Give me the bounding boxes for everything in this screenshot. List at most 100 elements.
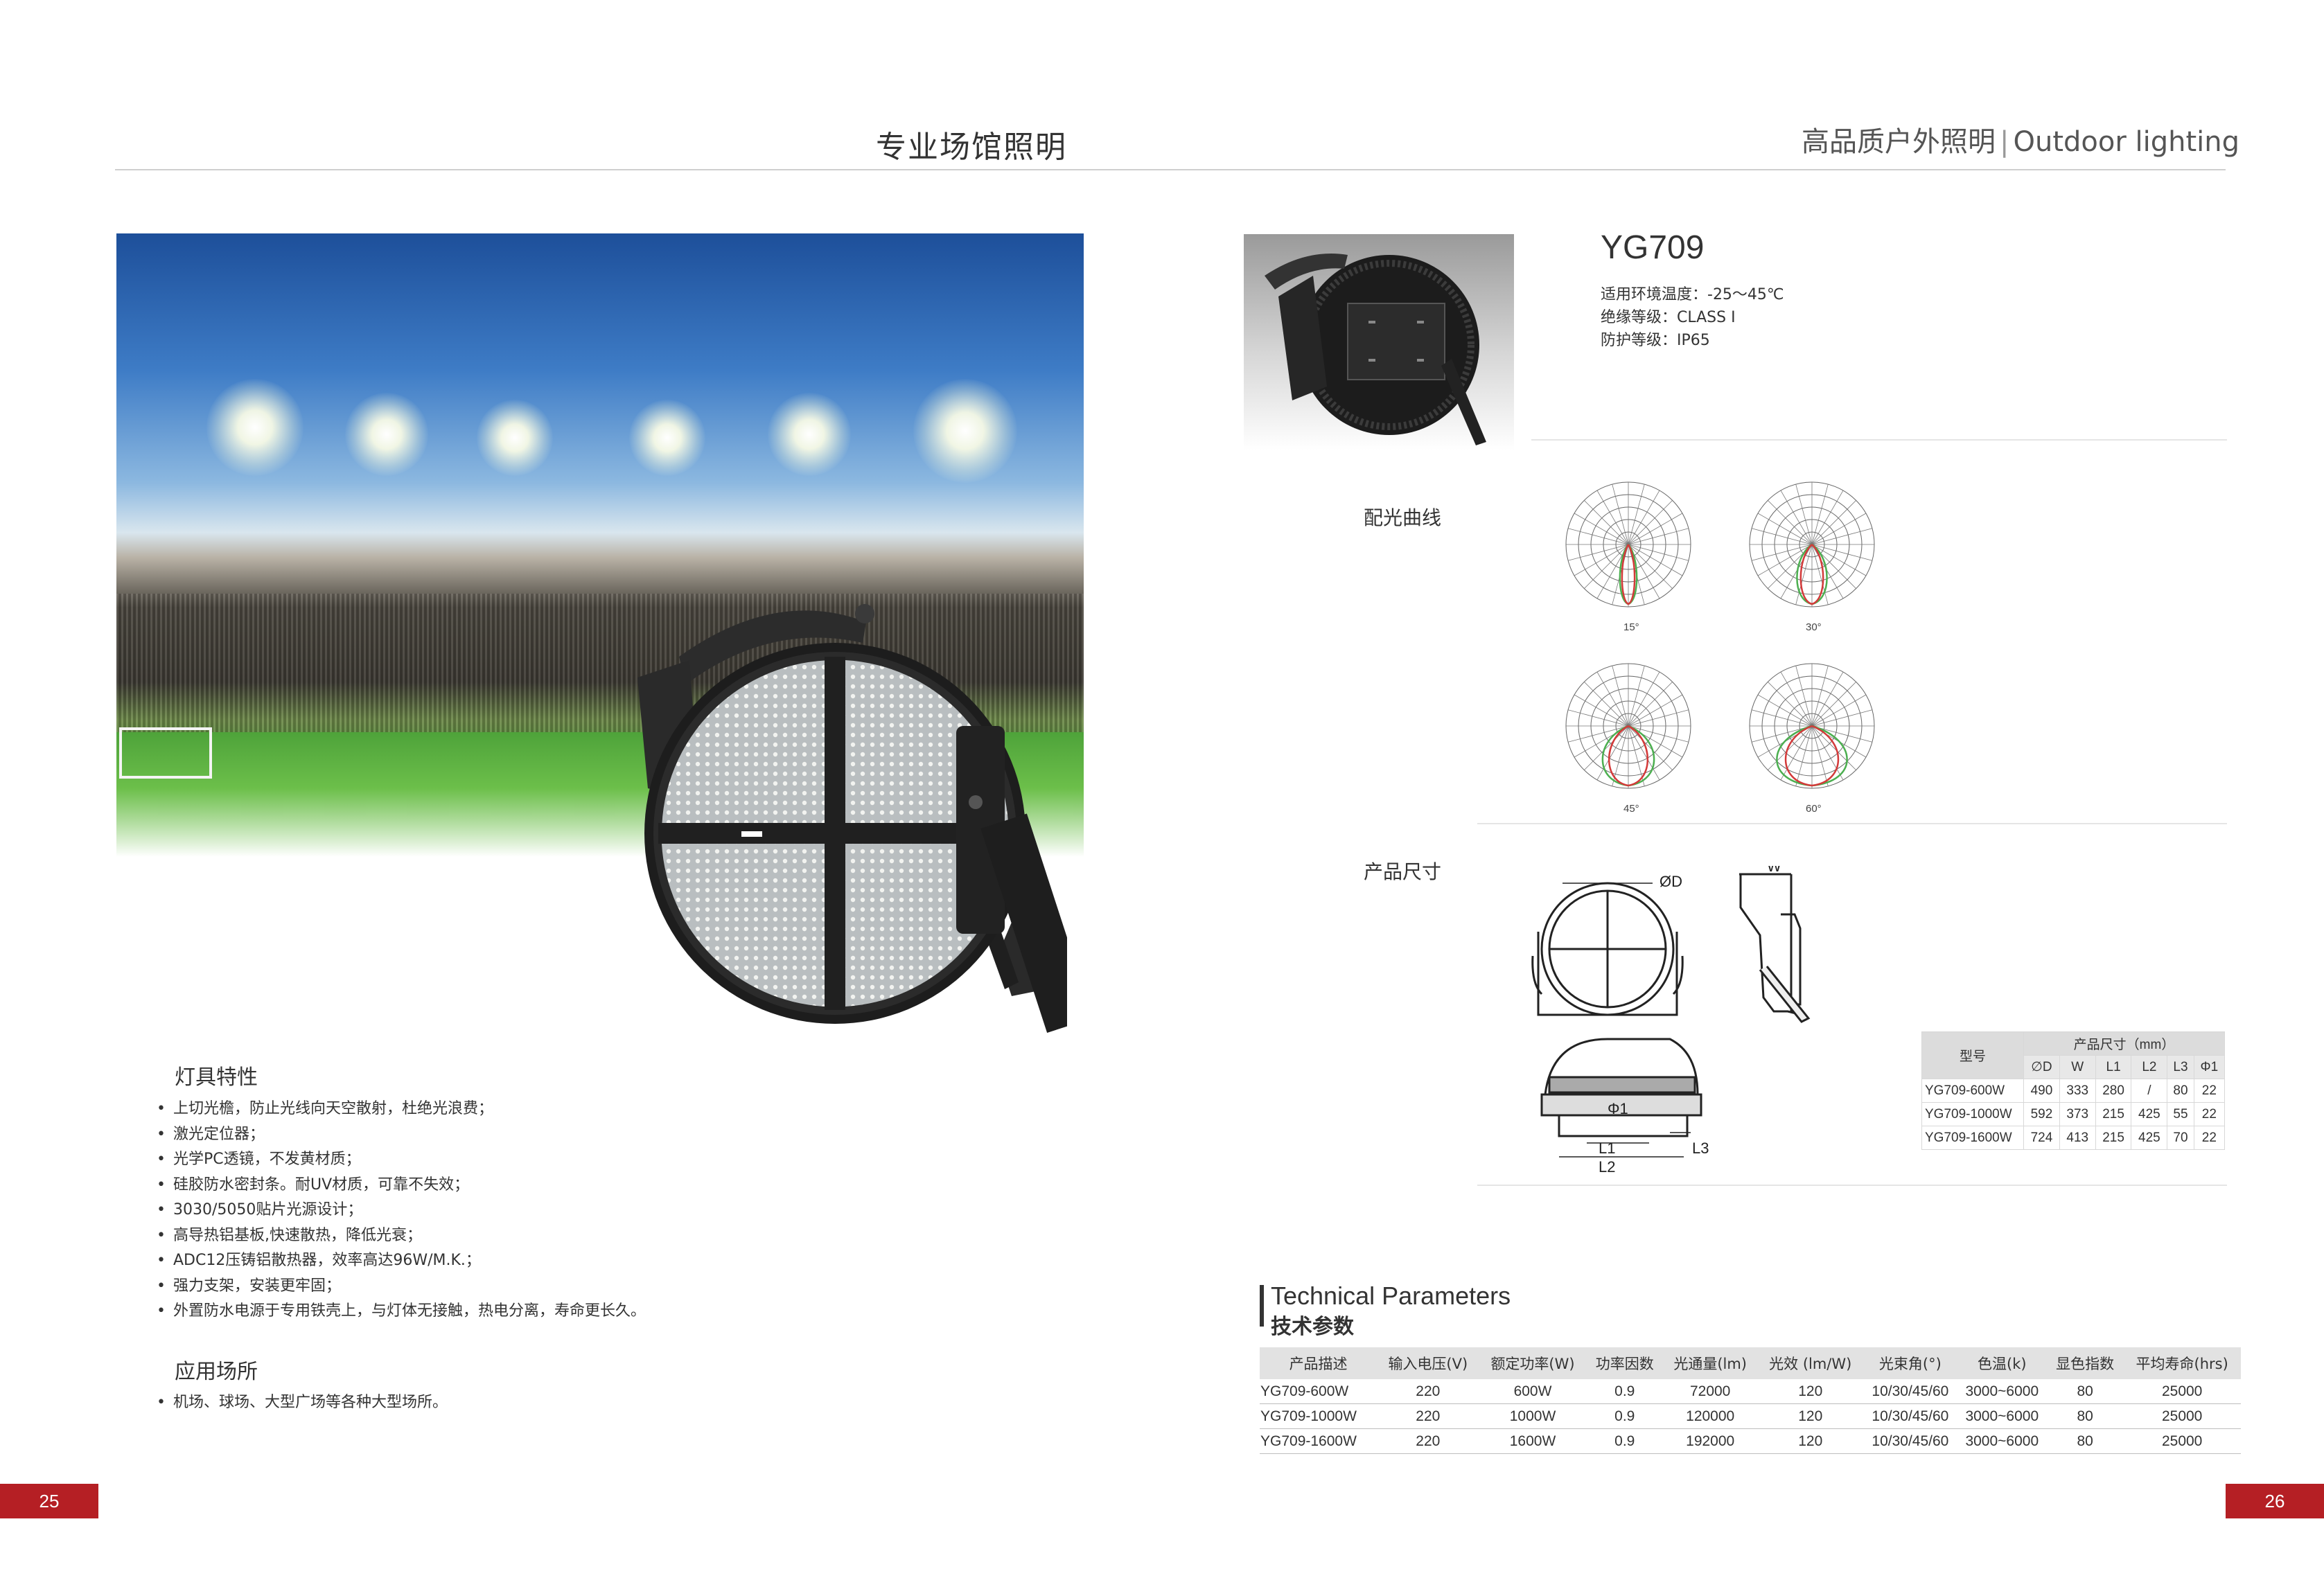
features-list: 上切光檐，防止光线向天空散射，杜绝光浪费；激光定位器；光学PC透镜，不发黄材质；… bbox=[154, 1097, 646, 1324]
dim-value-cell: 215 bbox=[2095, 1102, 2132, 1126]
dim-value-cell: 490 bbox=[2023, 1079, 2060, 1103]
dim-model-cell: YG709-1600W bbox=[1921, 1126, 2024, 1150]
tech-cell: YG709-1600W bbox=[1260, 1428, 1377, 1454]
applications-list: 机场、球场、大型广场等各种大型场所。 bbox=[154, 1390, 448, 1416]
header-brand: 高品质户外照明|Outdoor lighting bbox=[1802, 119, 2239, 159]
dimension-drawings: ØD W Φ1 L1 L2 L3 bbox=[1531, 866, 1811, 1176]
dim-value-cell: 592 bbox=[2023, 1102, 2060, 1126]
dim-model-header: 型号 bbox=[1921, 1031, 2024, 1079]
tech-cell: 10/30/45/60 bbox=[1863, 1428, 1957, 1454]
dim-label-l2: L2 bbox=[1599, 1158, 1615, 1176]
dim-column-header: L2 bbox=[2131, 1055, 2168, 1079]
tech-cell: 80 bbox=[2046, 1379, 2124, 1404]
tech-cell: 0.9 bbox=[1586, 1403, 1663, 1429]
feature-item: 上切光檐，防止光线向天空散射，杜绝光浪费； bbox=[154, 1097, 646, 1122]
tech-column-header: 平均寿命(hrs) bbox=[2123, 1347, 2241, 1379]
angle-label-60: 60° bbox=[1806, 803, 1822, 815]
application-item: 机场、球场、大型广场等各种大型场所。 bbox=[154, 1390, 448, 1416]
feature-item: 外置防水电源于专用铁壳上，与灯体无接触，热电分离，寿命更长久。 bbox=[154, 1299, 646, 1324]
angle-label-45: 45° bbox=[1623, 803, 1639, 815]
dim-value-cell: 425 bbox=[2131, 1126, 2168, 1150]
angle-label-30: 30° bbox=[1806, 621, 1822, 633]
tech-cell: 220 bbox=[1377, 1403, 1479, 1429]
tech-cell: YG709-1000W bbox=[1260, 1403, 1377, 1429]
product-thumbnail bbox=[1244, 234, 1514, 450]
feature-item: 高导热铝基板,快速散热，降低光衰； bbox=[154, 1223, 646, 1249]
model-number: YG709 bbox=[1601, 229, 1705, 266]
tech-cell: 3000~6000 bbox=[1957, 1428, 2047, 1454]
tech-cell: 1000W bbox=[1479, 1403, 1587, 1429]
dim-value-cell: 22 bbox=[2193, 1126, 2226, 1150]
dim-label-phi1: Φ1 bbox=[1608, 1100, 1628, 1117]
tech-cell: 600W bbox=[1479, 1379, 1587, 1404]
features-heading: 灯具特性 bbox=[175, 1065, 258, 1090]
dim-column-header: W bbox=[2059, 1055, 2096, 1079]
tech-cell: YG709-600W bbox=[1260, 1379, 1377, 1404]
light-curve-label: 配光曲线 bbox=[1364, 506, 1442, 529]
tech-column-header: 光效 (lm/W) bbox=[1757, 1347, 1864, 1379]
divider bbox=[1477, 1185, 2227, 1186]
tech-cell: 120000 bbox=[1662, 1403, 1758, 1429]
divider bbox=[1477, 823, 2227, 824]
page-number-right: 26 bbox=[2226, 1484, 2324, 1518]
dim-model-cell: YG709-1000W bbox=[1921, 1102, 2024, 1126]
dim-label-diameter: ØD bbox=[1660, 873, 1682, 890]
tech-cell: 3000~6000 bbox=[1957, 1403, 2047, 1429]
tech-column-header: 输入电压(V) bbox=[1377, 1347, 1479, 1379]
brand-separator: | bbox=[2000, 126, 2009, 158]
dim-value-cell: 80 bbox=[2167, 1079, 2194, 1103]
brand-cn: 高品质户外照明 bbox=[1802, 126, 1996, 158]
tech-cell: 0.9 bbox=[1586, 1379, 1663, 1404]
dim-group-header: 产品尺寸（mm） bbox=[2023, 1031, 2225, 1056]
tech-cell: 10/30/45/60 bbox=[1863, 1379, 1957, 1404]
tech-column-header: 产品描述 bbox=[1260, 1347, 1377, 1379]
polar-chart bbox=[1749, 663, 1875, 789]
tech-column-header: 光通量(lm) bbox=[1662, 1347, 1758, 1379]
tech-cell: 220 bbox=[1377, 1428, 1479, 1454]
tech-cell: 80 bbox=[2046, 1403, 2124, 1429]
tech-column-header: 色温(k) bbox=[1957, 1347, 2047, 1379]
applications-heading: 应用场所 bbox=[175, 1360, 258, 1384]
polar-chart bbox=[1749, 481, 1875, 608]
feature-item: 强力支架，安装更牢固； bbox=[154, 1274, 646, 1300]
tech-cell: 120 bbox=[1757, 1379, 1864, 1404]
dim-column-header: ∅D bbox=[2023, 1055, 2060, 1079]
dim-column-header: L1 bbox=[2095, 1055, 2132, 1079]
dim-value-cell: 70 bbox=[2167, 1126, 2194, 1150]
dim-value-cell: 55 bbox=[2167, 1102, 2194, 1126]
tech-cell: 25000 bbox=[2123, 1379, 2241, 1404]
feature-item: 硅胶防水密封条。耐UV材质，可靠不失效； bbox=[154, 1173, 646, 1198]
dim-value-cell: 413 bbox=[2059, 1126, 2096, 1150]
tech-cell: 72000 bbox=[1662, 1379, 1758, 1404]
dim-model-cell: YG709-600W bbox=[1921, 1079, 2024, 1103]
goal-icon bbox=[119, 727, 212, 779]
dim-value-cell: 280 bbox=[2095, 1079, 2132, 1103]
tech-cell: 25000 bbox=[2123, 1403, 2241, 1429]
spec-insulation: 绝缘等级：CLASS I bbox=[1601, 309, 1736, 326]
tech-column-header: 光束角(°) bbox=[1863, 1347, 1957, 1379]
feature-item: 光学PC透镜，不发黄材质； bbox=[154, 1147, 646, 1173]
tech-cell: 120 bbox=[1757, 1428, 1864, 1454]
dim-label-l3: L3 bbox=[1692, 1140, 1709, 1157]
dim-column-header: L3 bbox=[2167, 1055, 2194, 1079]
dim-label-l1: L1 bbox=[1599, 1140, 1615, 1157]
tech-cell: 1600W bbox=[1479, 1428, 1587, 1454]
brand-en: Outdoor lighting bbox=[2013, 126, 2240, 158]
dim-value-cell: 425 bbox=[2131, 1102, 2168, 1126]
light-distribution-charts bbox=[1565, 481, 1875, 789]
tech-cell: 3000~6000 bbox=[1957, 1379, 2047, 1404]
floodlight-image bbox=[637, 604, 1067, 1033]
tech-cell: 120 bbox=[1757, 1403, 1864, 1429]
dim-value-cell: 22 bbox=[2193, 1102, 2226, 1126]
tech-params-table: 产品描述输入电压(V)额定功率(W)功率因数光通量(lm)光效 (lm/W)光束… bbox=[1260, 1347, 2241, 1454]
dim-value-cell: 724 bbox=[2023, 1126, 2060, 1150]
dim-value-cell: 373 bbox=[2059, 1102, 2096, 1126]
tech-cell: 0.9 bbox=[1586, 1428, 1663, 1454]
dim-value-cell: 333 bbox=[2059, 1079, 2096, 1103]
